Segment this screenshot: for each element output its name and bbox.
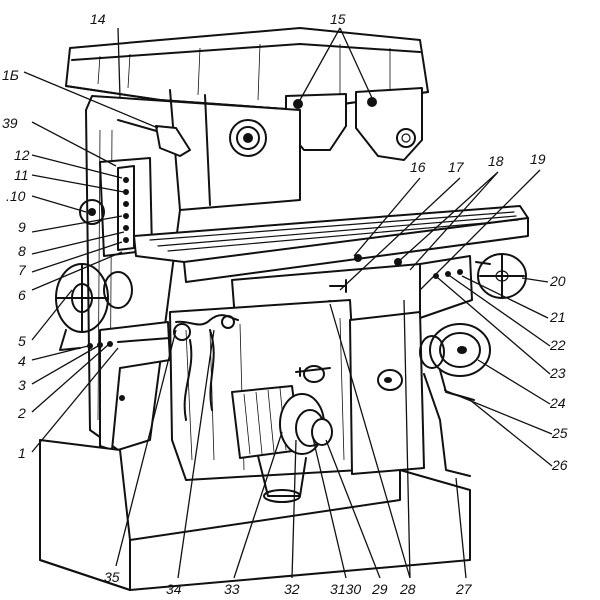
label-4: 4 xyxy=(18,353,26,369)
label-7: 7 xyxy=(18,262,27,278)
label-14: 14 xyxy=(90,11,106,27)
label-2: 2 xyxy=(17,405,26,421)
work-table xyxy=(133,205,529,283)
label-25: 25 xyxy=(551,425,568,441)
table-handwheel xyxy=(475,253,527,299)
label-19: 19 xyxy=(530,151,546,167)
knee xyxy=(87,321,171,451)
label-35: 35 xyxy=(104,569,120,585)
callout-labels: 14 15 1Б 39 12 11 .10 9 8 7 6 5 4 3 2 1 … xyxy=(2,11,568,597)
label-23: 23 xyxy=(549,365,566,381)
label-1b: 1Б xyxy=(2,67,19,83)
machine-base xyxy=(39,439,471,591)
label-10: .10 xyxy=(6,188,26,204)
label-16: 16 xyxy=(410,159,426,175)
label-20: 20 xyxy=(549,273,566,289)
control-panel xyxy=(79,157,153,257)
label-8: 8 xyxy=(18,243,26,259)
label-21: 21 xyxy=(549,309,566,325)
label-1: 1 xyxy=(18,445,26,461)
label-15: 15 xyxy=(330,11,346,27)
arbor-support xyxy=(285,87,423,161)
label-33: 33 xyxy=(224,581,240,597)
label-5: 5 xyxy=(18,333,26,349)
label-18: 18 xyxy=(488,153,504,169)
label-34: 34 xyxy=(166,581,182,597)
label-39: 39 xyxy=(2,115,18,131)
left-handwheel xyxy=(55,263,133,351)
label-9: 9 xyxy=(18,219,26,235)
label-3: 3 xyxy=(18,377,26,393)
label-32: 32 xyxy=(284,581,300,597)
label-6: 6 xyxy=(18,287,26,303)
label-11: 11 xyxy=(14,167,29,183)
label-28: 28 xyxy=(399,581,416,597)
label-22: 22 xyxy=(549,337,566,353)
label-12: 12 xyxy=(14,147,30,163)
leader-lines xyxy=(23,27,553,579)
lamp xyxy=(117,119,191,157)
label-3130: 3130 xyxy=(330,581,361,597)
label-24: 24 xyxy=(549,395,566,411)
motor xyxy=(231,385,333,503)
label-27: 27 xyxy=(455,581,473,597)
right-handwheel xyxy=(419,323,491,477)
label-17: 17 xyxy=(448,159,465,175)
label-29: 29 xyxy=(371,581,388,597)
label-26: 26 xyxy=(551,457,568,473)
